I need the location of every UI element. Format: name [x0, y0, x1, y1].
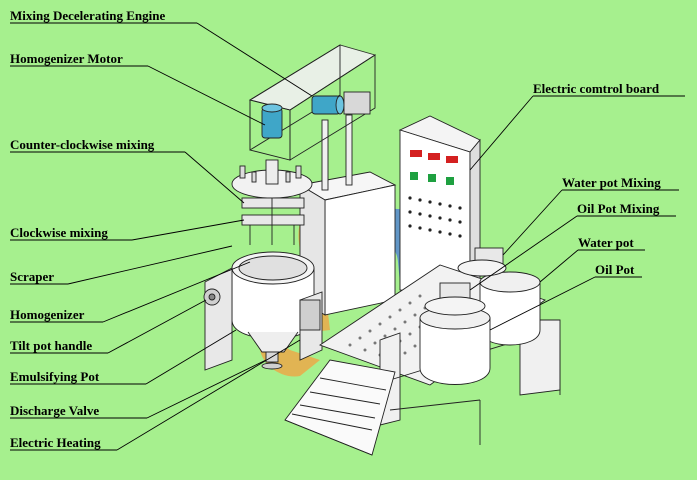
indicator-red-1 [410, 150, 422, 157]
label-discharge-valve: Discharge Valve [10, 403, 99, 418]
indicator-green-2 [428, 174, 436, 182]
label-oil-pot-mixing: Oil Pot Mixing [577, 201, 660, 216]
label-mixing-decelerating-engine: Mixing Decelerating Engine [10, 8, 165, 23]
emulsifying-pot-lid [231, 159, 313, 245]
label-scraper: Scraper [10, 269, 54, 284]
label-electric-control-board: Electric comtrol board [533, 81, 660, 96]
labels: Mixing Decelerating Engine Homogenizer M… [10, 8, 661, 450]
emulsifying-pot [231, 251, 315, 370]
label-water-pot-mixing: Water pot Mixing [562, 175, 661, 190]
homogenizer-motor-body [261, 107, 283, 139]
label-tilt-pot-handle: Tilt pot handle [10, 338, 92, 353]
oil-pot [419, 282, 491, 385]
label-emulsifying-pot: Emulsifying Pot [10, 369, 100, 384]
label-water-pot: Water pot [578, 235, 634, 250]
indicator-red-2 [428, 153, 440, 160]
label-electric-heating: Electric Heating [10, 435, 101, 450]
indicator-green-1 [410, 172, 418, 180]
indicator-red-3 [446, 156, 458, 163]
label-oil-pot: Oil Pot [595, 262, 635, 277]
motor-housing [248, 44, 377, 161]
control-cabinet [398, 115, 481, 301]
indicator-green-3 [446, 177, 454, 185]
leader-lines [10, 22, 685, 451]
label-homogenizer-motor: Homogenizer Motor [10, 51, 123, 66]
stairs [284, 359, 396, 456]
label-homogenizer: Homogenizer [10, 307, 85, 322]
label-clockwise-mixing: Clockwise mixing [10, 225, 108, 240]
water-pot [457, 247, 541, 346]
label-counter-clockwise-mixing: Counter-clockwise mixing [10, 137, 155, 152]
